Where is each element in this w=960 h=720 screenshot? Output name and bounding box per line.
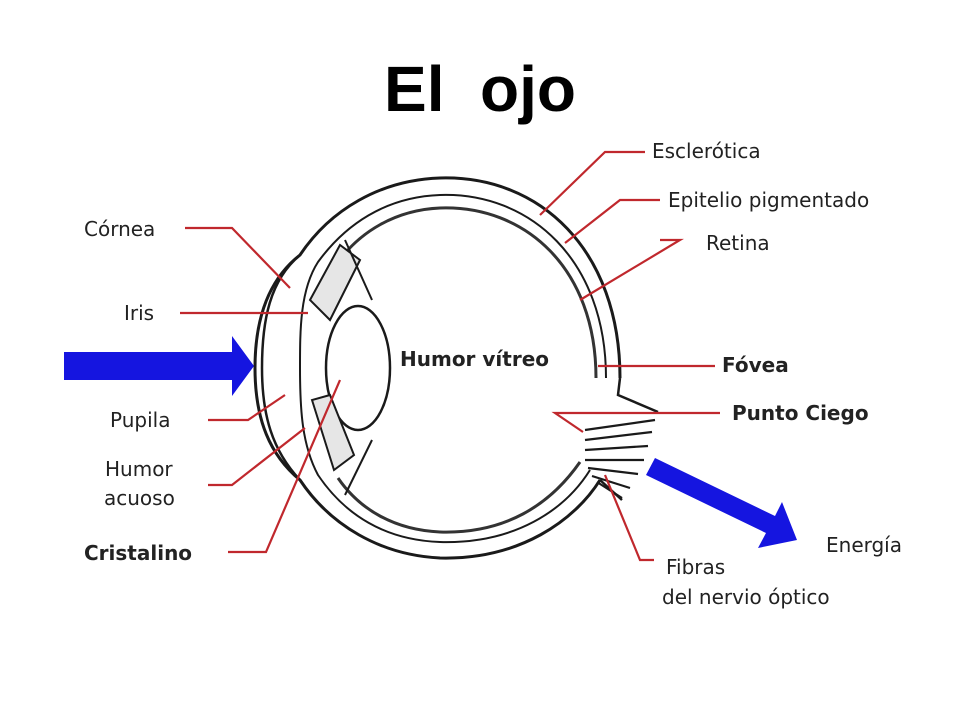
energy-arrow-icon: [646, 458, 797, 548]
retina-layer-low: [336, 461, 582, 534]
optic-nerve-top: [616, 377, 659, 414]
label-cristalino: Cristalino: [84, 541, 192, 565]
iris-top: [308, 243, 362, 322]
leader-lines: [180, 150, 720, 562]
label-punto-ciego: Punto Ciego: [732, 401, 869, 425]
cornea: [260, 254, 301, 481]
iris-bottom: [310, 393, 356, 472]
label-fibras-2: del nervio óptico: [662, 585, 830, 609]
page-title: El ojo: [384, 53, 576, 125]
label-esclerotica: Esclerótica: [652, 139, 761, 163]
nerve-fibres: [584, 418, 656, 499]
sclera-inner: [298, 193, 607, 544]
label-humor-vitreo: Humor vítreo: [400, 347, 549, 371]
ciliary-top: [344, 239, 373, 301]
sclera-outer: [253, 176, 622, 560]
label-epitelio: Epitelio pigmentado: [668, 188, 869, 212]
label-retina: Retina: [706, 231, 770, 255]
label-iris: Iris: [124, 301, 154, 325]
label-humor-acuoso-2: acuoso: [104, 486, 175, 510]
label-fovea: Fóvea: [722, 353, 789, 377]
label-energia: Energía: [826, 533, 902, 557]
light-arrow-icon: [64, 336, 254, 396]
label-pupila: Pupila: [110, 408, 170, 432]
label-cornea: Córnea: [84, 217, 155, 241]
ciliary-bottom: [344, 439, 373, 496]
lens: [324, 304, 392, 432]
retina-layer: [336, 206, 598, 379]
label-humor-acuoso-1: Humor: [105, 457, 173, 481]
label-fibras-1: Fibras: [666, 555, 725, 579]
